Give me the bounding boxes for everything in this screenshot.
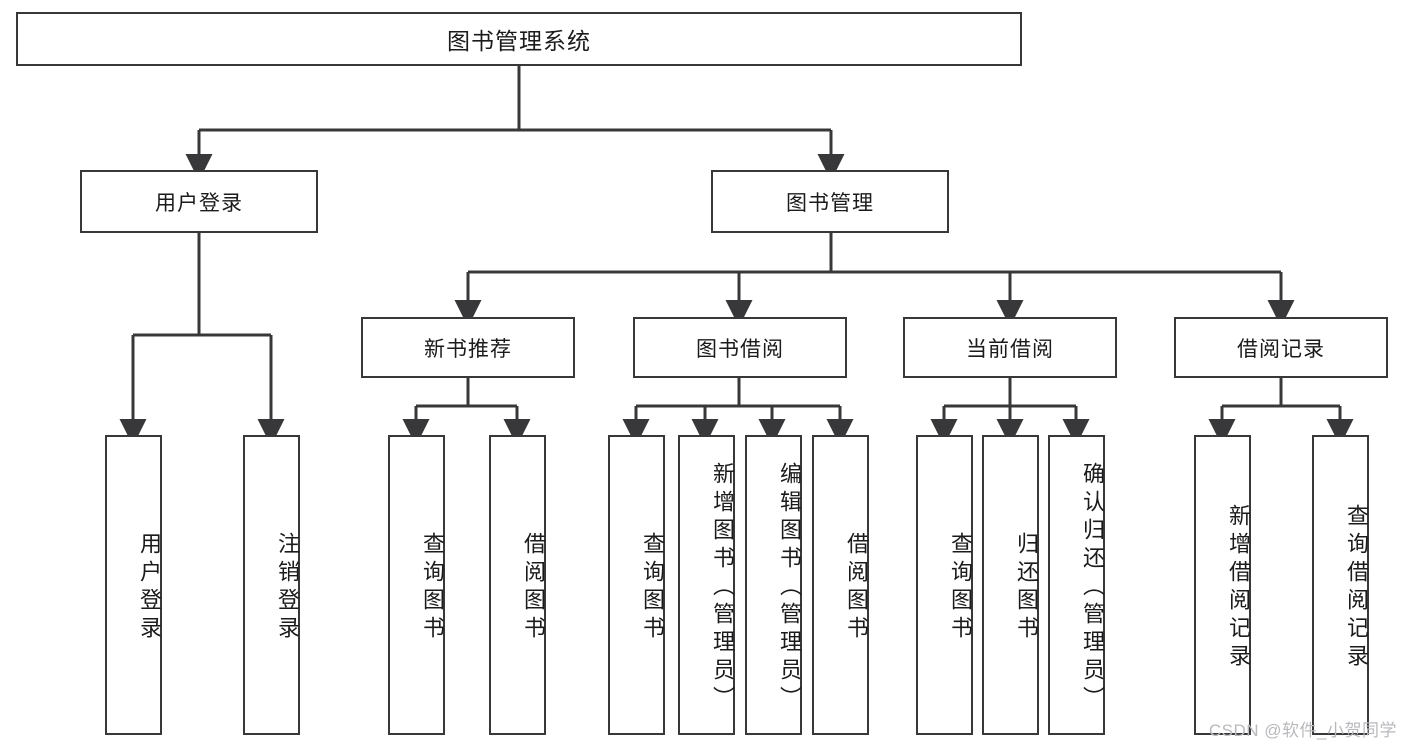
node-label: 新增借阅记录: [1226, 504, 1251, 672]
node-leaf-query-borrow-record[interactable]: 查询借阅记录: [1312, 435, 1369, 735]
node-leaf-borrow-books-recommend[interactable]: 借阅图书: [489, 435, 546, 735]
node-label: 图书管理系统: [447, 28, 591, 54]
node-leaf-query-books-borrow[interactable]: 查询图书: [608, 435, 665, 735]
node-label: 用户登录: [155, 191, 243, 215]
node-current-borrowing[interactable]: 当前借阅: [903, 317, 1117, 378]
node-label: 确认归还（管理员）: [1080, 462, 1105, 714]
node-label: 查询图书: [948, 532, 973, 644]
node-label: 图书管理: [786, 191, 874, 215]
node-label: 图书借阅: [696, 337, 784, 361]
node-label: 编辑图书（管理员）: [777, 462, 802, 714]
node-leaf-add-borrow-record[interactable]: 新增借阅记录: [1194, 435, 1251, 735]
node-label: 查询图书: [640, 532, 665, 644]
node-book-borrowing[interactable]: 图书借阅: [633, 317, 847, 378]
node-label: 借阅图书: [521, 532, 546, 644]
node-leaf-add-book-admin[interactable]: 新增图书（管理员）: [678, 435, 735, 735]
node-label: 用户登录: [137, 532, 162, 644]
node-leaf-return-books[interactable]: 归还图书: [982, 435, 1039, 735]
node-borrowing-records[interactable]: 借阅记录: [1174, 317, 1388, 378]
node-leaf-user-login[interactable]: 用户登录: [105, 435, 162, 735]
node-label: 当前借阅: [966, 337, 1054, 361]
node-root-book-management-system[interactable]: 图书管理系统: [16, 12, 1022, 66]
node-label: 查询借阅记录: [1344, 504, 1369, 672]
node-label: 借阅记录: [1237, 337, 1325, 361]
node-book-management[interactable]: 图书管理: [711, 170, 949, 233]
node-new-book-recommendation[interactable]: 新书推荐: [361, 317, 575, 378]
node-leaf-query-books-current[interactable]: 查询图书: [916, 435, 973, 735]
node-leaf-confirm-return-admin[interactable]: 确认归还（管理员）: [1048, 435, 1105, 735]
node-leaf-query-books-recommend[interactable]: 查询图书: [388, 435, 445, 735]
node-label: 借阅图书: [844, 532, 869, 644]
node-leaf-edit-book-admin[interactable]: 编辑图书（管理员）: [745, 435, 802, 735]
node-leaf-borrow-books[interactable]: 借阅图书: [812, 435, 869, 735]
node-label: 注销登录: [275, 532, 300, 644]
node-label: 归还图书: [1014, 532, 1039, 644]
node-label: 新书推荐: [424, 337, 512, 361]
node-label: 新增图书（管理员）: [710, 462, 735, 714]
node-leaf-logout[interactable]: 注销登录: [243, 435, 300, 735]
node-user-login[interactable]: 用户登录: [80, 170, 318, 233]
node-label: 查询图书: [420, 532, 445, 644]
